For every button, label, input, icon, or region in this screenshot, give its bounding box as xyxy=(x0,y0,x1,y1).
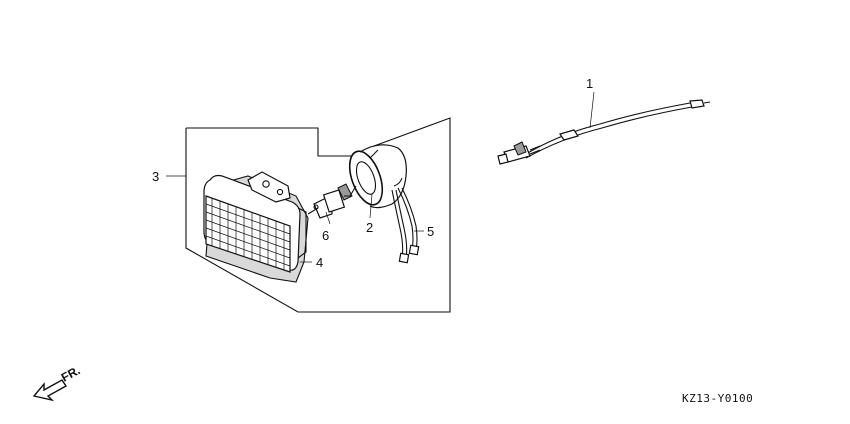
callout-6: 6 xyxy=(322,228,329,243)
callout-2: 2 xyxy=(366,220,373,235)
callout-5: 5 xyxy=(427,224,434,239)
front-direction-indicator: FR. xyxy=(32,363,82,402)
headlight-housing xyxy=(203,171,309,283)
front-arrow-icon xyxy=(32,379,68,402)
callout-4: 4 xyxy=(316,255,323,270)
headlight-bulb xyxy=(307,183,353,219)
sub-cable xyxy=(497,99,711,165)
callout-1: 1 xyxy=(586,76,593,91)
callout-3: 3 xyxy=(152,169,159,184)
assembly-bracket-outline xyxy=(185,117,451,313)
leader-lines xyxy=(166,91,595,263)
bulb-socket xyxy=(344,144,407,209)
socket-wires xyxy=(391,187,420,264)
diagram-code: KZ13-Y0100 xyxy=(682,392,753,405)
lens-grid xyxy=(205,198,291,270)
